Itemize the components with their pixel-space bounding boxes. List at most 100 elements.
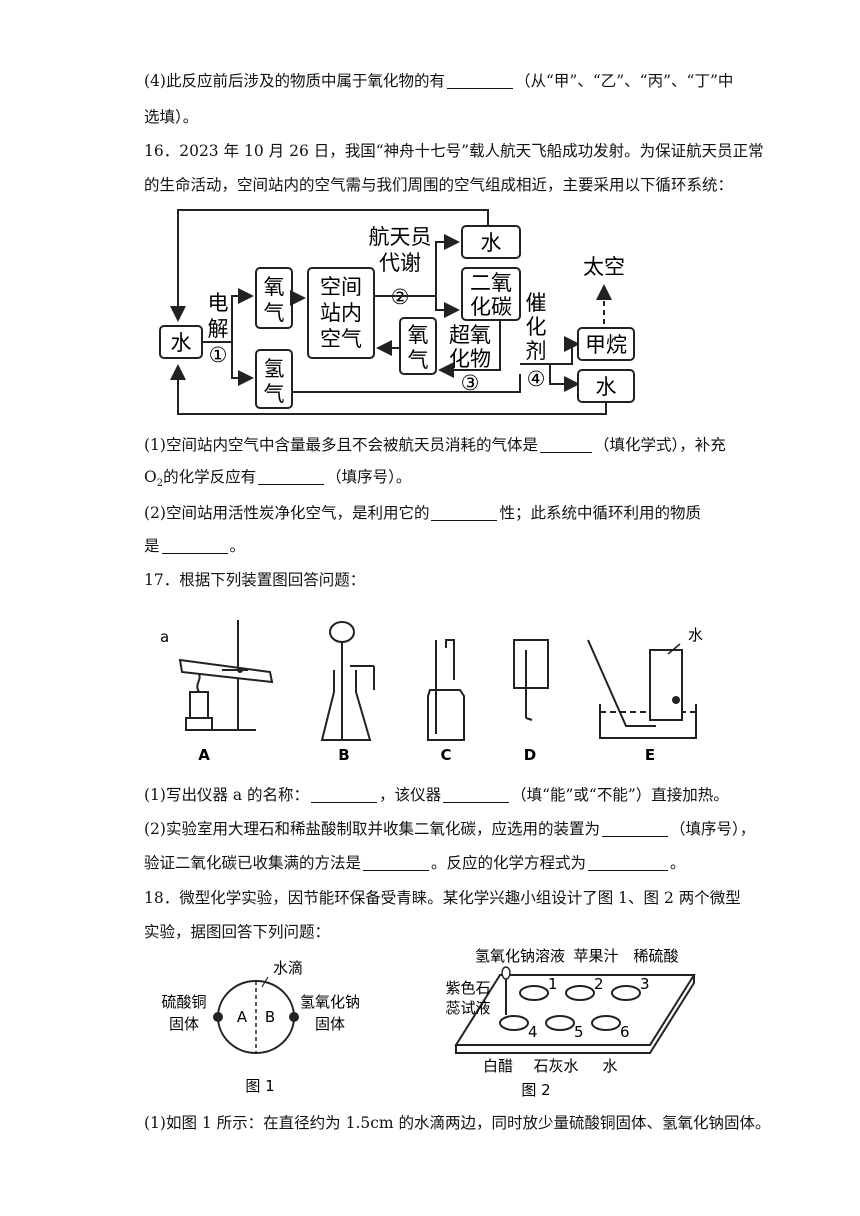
catalyst-c2: 化 bbox=[526, 315, 547, 339]
q16-2-line1: (2)空间站用活性炭净化空气，是利用它的性；此系统中循环利用的物质 bbox=[144, 503, 701, 523]
water-label: 水 bbox=[171, 331, 192, 355]
superoxide-l2: 化物 bbox=[449, 347, 491, 371]
q15-4-line1: (4)此反应前后涉及的物质中属于氧化物的有（从“甲”、“乙”、“丙”、“丁”中 bbox=[144, 71, 733, 91]
catalyst-c1: 催 bbox=[526, 291, 547, 315]
q18-stem-line2: 实验，据图回答下列问题： bbox=[144, 923, 331, 941]
co2-box bbox=[461, 267, 521, 321]
co2-l1: 二氧 bbox=[470, 271, 512, 295]
q16-2-text-a: (2)空间站用活性炭净化空气，是利用它的 bbox=[144, 504, 430, 522]
q16-1-o-sub: 2 bbox=[156, 478, 164, 490]
q17-1-text-c: （填“能”或“不能”）直接加热。 bbox=[511, 786, 729, 804]
fig2-apple-juice-label: 苹果汁 bbox=[573, 947, 618, 965]
q17-2-blank1[interactable] bbox=[601, 820, 668, 837]
label-a: a bbox=[160, 628, 169, 646]
hydrogen-c2: 气 bbox=[264, 382, 285, 406]
metabolism-l1: 航天员 bbox=[369, 225, 432, 249]
fig2-well-4: 4 bbox=[528, 1023, 538, 1041]
water-right-label: 水 bbox=[596, 375, 617, 399]
q17-1-blank1[interactable] bbox=[311, 786, 378, 803]
figure-2: 氢氧化钠溶液 苹果汁 稀硫酸 紫色石 蕊试液 白醋 石灰水 水 1 2 3 4 … bbox=[445, 947, 696, 1099]
fig1-naoh-l2: 固体 bbox=[315, 1015, 345, 1033]
q16-1-line1: (1)空间站内空气中含量最多且不会被航天员消耗的气体是（填化学式），补充 bbox=[144, 435, 726, 455]
fig2-well-6: 6 bbox=[620, 1023, 630, 1041]
q17-2-text-d: 。反应的化学方程式为 bbox=[431, 854, 587, 872]
fig2-litmus-l1: 紫色石 bbox=[445, 979, 490, 997]
electrolysis-char1: 电 bbox=[208, 291, 229, 315]
fig2-well-3: 3 bbox=[640, 975, 650, 993]
q17-apparatus-figure: a 水 A B C D E bbox=[160, 620, 703, 764]
circle3-label: ③ bbox=[461, 371, 480, 395]
hydrogen-c1: 氢 bbox=[264, 357, 285, 381]
space-label: 太空 bbox=[583, 255, 625, 279]
q16-2-text-c: 是 bbox=[144, 537, 160, 555]
circle4-label: ④ bbox=[527, 367, 546, 391]
q17-2-line1: (2)实验室用大理石和稀盐酸制取并收集二氧化碳，应选用的装置为 （填序号）， bbox=[144, 819, 755, 839]
q16-1-text-a: (1)空间站内空气中含量最多且不会被航天员消耗的气体是 bbox=[144, 436, 538, 454]
methane-box bbox=[577, 327, 635, 361]
oxygen-top-c2: 气 bbox=[264, 301, 285, 325]
q17-2-blank2[interactable] bbox=[363, 854, 430, 871]
circle1-label: ① bbox=[209, 343, 228, 367]
q16-1-blank1[interactable] bbox=[539, 436, 592, 453]
apparatus-label-d: D bbox=[524, 746, 536, 764]
station-air-box bbox=[307, 267, 375, 359]
fig1-b-label: B bbox=[265, 1008, 275, 1026]
fig1-a-label: A bbox=[237, 1008, 248, 1026]
apparatus-label-e: E bbox=[645, 746, 655, 764]
q16-stem-line2: 的生命活动，空间站内的空气需与我们周围的空气组成相近，主要采用以下循环系统： bbox=[144, 176, 734, 194]
hydrogen-box bbox=[255, 349, 293, 409]
q16-cycle-diagram: 水 电 解 ① 氧 气 氢 气 空间 站内 空气 航天员 代谢 ② 水 二氧 化… bbox=[159, 209, 635, 415]
apparatus-label-c: C bbox=[440, 746, 451, 764]
q17-1-blank2[interactable] bbox=[443, 786, 510, 803]
fig2-naoh-label: 氢氧化钠溶液 bbox=[475, 947, 565, 965]
electrolysis-char2: 解 bbox=[208, 317, 229, 341]
q17-1-line: (1)写出仪器 a 的名称：，该仪器（填“能”或“不能”）直接加热。 bbox=[144, 785, 729, 805]
q17-title: 17．根据下列装置图回答问题： bbox=[144, 571, 366, 589]
fig2-well-2: 2 bbox=[594, 975, 604, 993]
fig2-well-1: 1 bbox=[548, 975, 558, 993]
catalyst-c3: 剂 bbox=[526, 339, 547, 363]
apparatus-label-a: A bbox=[198, 746, 210, 764]
q16-2-line2: 是。 bbox=[144, 536, 245, 556]
station-air-l2: 站内 bbox=[320, 301, 362, 325]
q17-2-blank3[interactable] bbox=[588, 854, 669, 871]
label-water: 水 bbox=[688, 626, 703, 644]
fig2-limewater-label: 石灰水 bbox=[533, 1057, 578, 1075]
figure-1: 水滴 硫酸铜 固体 氢氧化钠 固体 A B 图 1 bbox=[161, 959, 360, 1095]
fig1-cuso4-l2: 固体 bbox=[169, 1015, 199, 1033]
q15-4-suffix: （从“甲”、“乙”、“丙”、“丁”中 bbox=[514, 72, 734, 90]
fig2-dilute-h2so4-label: 稀硫酸 bbox=[633, 947, 678, 965]
q16-1-text-c: 的化学反应有 bbox=[163, 468, 257, 486]
q17-2-text-a: (2)实验室用大理石和稀盐酸制取并收集二氧化碳，应选用的装置为 bbox=[144, 820, 600, 838]
oxygen-mid-c2: 气 bbox=[408, 348, 429, 372]
station-air-l3: 空气 bbox=[320, 327, 362, 351]
fig2-litmus-l2: 蕊试液 bbox=[445, 999, 490, 1017]
water-out-label: 水 bbox=[481, 231, 502, 255]
q15-4-line2: 选填）。 bbox=[144, 108, 199, 126]
q16-1-o: O bbox=[144, 468, 157, 486]
q17-2-text-c: 验证二氧化碳已收集满的方法是 bbox=[144, 854, 362, 872]
oxygen-top-c1: 氧 bbox=[264, 275, 285, 299]
metabolism-l2: 代谢 bbox=[379, 251, 421, 275]
q17-2-line2: 验证二氧化碳已收集满的方法是 。反应的化学方程式为 。 bbox=[144, 853, 686, 873]
q16-1-blank2[interactable] bbox=[258, 468, 325, 485]
q18-stem-line1: 18．微型化学实验，因节能环保备受青睐。某化学兴趣小组设计了图 1、图 2 两个… bbox=[144, 889, 741, 907]
q16-2-blank2[interactable] bbox=[161, 537, 228, 554]
q16-2-text-d: 。 bbox=[229, 537, 246, 555]
q16-2-blank1[interactable] bbox=[431, 504, 498, 521]
methane-label: 甲烷 bbox=[585, 333, 627, 357]
water-out-box bbox=[461, 225, 521, 259]
q16-1-text-d: （填序号）。 bbox=[326, 468, 412, 486]
q17-2-text-e: 。 bbox=[670, 854, 686, 872]
oxygen-mid-box bbox=[399, 317, 437, 375]
q18-figures: 水滴 硫酸铜 固体 氢氧化钠 固体 A B 图 1 氢氧化钠溶液 苹果汁 稀硫酸… bbox=[161, 947, 696, 1099]
superoxide-l1: 超氧 bbox=[449, 323, 491, 347]
q17-1-text-b: ，该仪器 bbox=[379, 786, 442, 804]
q17-2-text-b: （填序号）， bbox=[669, 820, 756, 838]
fig2-water-label: 水 bbox=[602, 1057, 617, 1075]
co2-l2: 化碳 bbox=[470, 295, 512, 319]
q15-4-blank[interactable] bbox=[446, 72, 513, 89]
station-air-l1: 空间 bbox=[320, 275, 362, 299]
oxygen-mid-c1: 氧 bbox=[408, 323, 429, 347]
fig2-vinegar-label: 白醋 bbox=[483, 1057, 513, 1075]
